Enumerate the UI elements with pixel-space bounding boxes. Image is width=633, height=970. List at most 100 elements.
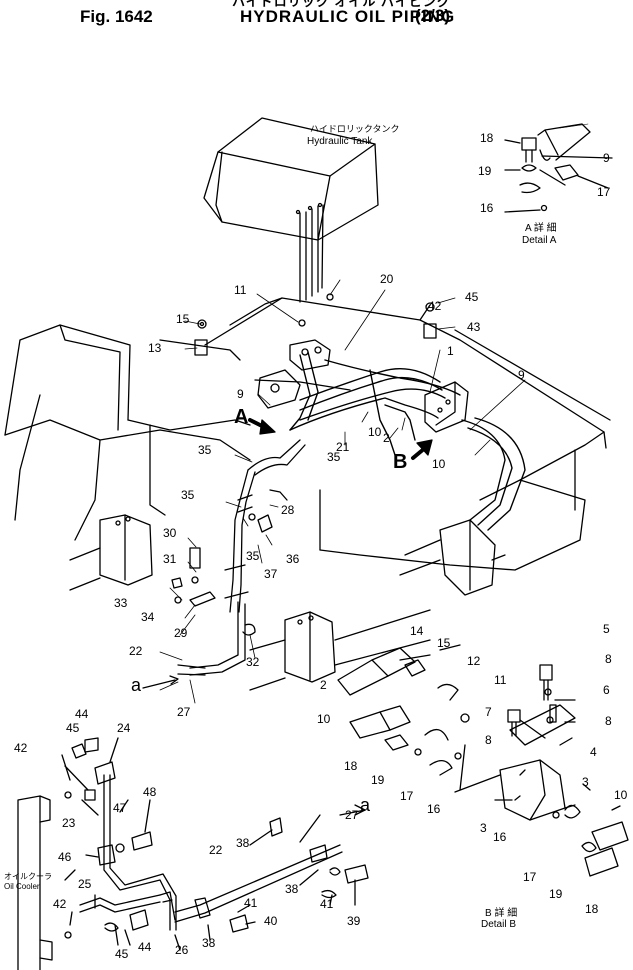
leader-lines (159, 279, 526, 704)
tank-label-en: Hydraulic Tank (307, 136, 373, 147)
part-number-callout: 12 (467, 654, 481, 668)
part-number-callout: 16 (427, 802, 441, 816)
part-number-callout: 21 (336, 440, 350, 454)
figure-number: Fig. 1642 (80, 7, 153, 26)
part-number-callout: 42 (53, 897, 67, 911)
part-number-callout: 25 (78, 877, 92, 891)
part-number-callout: 2 (383, 431, 390, 445)
part-number-callout: 9 (237, 387, 244, 401)
part-number-callout: 29 (174, 626, 188, 640)
part-number-callout: 26 (175, 943, 189, 957)
part-number-callout: 23 (62, 816, 76, 830)
figure-title: HYDRAULIC OIL PIPING (240, 7, 456, 26)
oil-cooler-assembly (17, 737, 369, 970)
part-number-callout: 43 (467, 320, 481, 334)
part-number-callout: 20 (380, 272, 394, 286)
part-number-callout: 38 (202, 936, 216, 950)
part-number-callout: 19 (549, 887, 563, 901)
part-number-callout: 16 (480, 201, 494, 215)
part-number-callout: 35 (246, 549, 260, 563)
detail-a (504, 123, 613, 213)
tank-label-jp: ハイドロリックタンク (310, 124, 400, 134)
view-b-arrowhead (416, 439, 433, 456)
part-number-callout: 10 (432, 457, 446, 471)
part-number-callout: 35 (181, 488, 195, 502)
oil-cooler-label-jp: オイルクーラ (4, 872, 52, 881)
part-number-callout: 18 (585, 902, 599, 916)
ref-a-right: a (360, 795, 371, 815)
ref-a-arrow-left (142, 679, 176, 689)
part-number-callout: 15 (176, 312, 190, 326)
part-number-callout: 35 (198, 443, 212, 457)
part-number-callout: 16 (493, 830, 507, 844)
part-number-callout: 10 (614, 788, 628, 802)
view-b-marker: B (393, 451, 408, 473)
part-number-callout: 27 (345, 808, 359, 822)
part-number-callout: 48 (143, 785, 157, 799)
part-number-callout: 38 (285, 882, 299, 896)
part-number-callout: 10 (368, 425, 382, 439)
part-number-callout: 18 (344, 759, 358, 773)
part-number-callout: 35 (327, 450, 341, 464)
part-number-callout: 34 (141, 610, 155, 624)
figure-page: (2/3) (415, 6, 450, 25)
part-number-callout: 1 (447, 344, 454, 358)
part-number-callout: 3 (582, 775, 589, 789)
part-number-callout: 9 (518, 368, 525, 382)
main-hoses (289, 351, 526, 531)
part-number-callout: 30 (163, 526, 177, 540)
part-number-callout: 28 (281, 503, 295, 517)
part-number-callout: 37 (264, 567, 278, 581)
frame-plate (204, 297, 611, 571)
part-number-callout: 17 (400, 789, 414, 803)
part-number-callout: 19 (371, 773, 385, 787)
cylinder-lower (249, 609, 431, 691)
oil-cooler-label-en: Oil Cooler (4, 882, 40, 891)
vertical-pipes (189, 439, 306, 676)
part-number-callout: 47 (113, 801, 127, 815)
part-number-callout: 18 (480, 131, 494, 145)
part-number-callout: 44 (75, 707, 89, 721)
part-number-callout: 7 (485, 705, 492, 719)
part-number-callout: 15 (437, 636, 451, 650)
part-number-callout: 5 (603, 622, 610, 636)
part-number-callout: 19 (478, 164, 492, 178)
part-number-callout: 10 (317, 712, 331, 726)
small-parts-main (171, 293, 437, 636)
cylinder-right (399, 519, 506, 596)
part-number-callout: 6 (603, 683, 610, 697)
detail-a-label-jp: A 詳 細 (525, 223, 557, 234)
japanese-title: ハイドロリック オイル パイピング (232, 0, 451, 9)
detail-b-label-en: Detail B (481, 919, 517, 930)
part-number-callout: 2 (320, 678, 327, 692)
part-number-callout: 14 (410, 624, 424, 638)
part-number-callout: 45 (66, 721, 80, 735)
part-number-callout: 41 (320, 897, 334, 911)
part-number-callout: 8 (605, 652, 612, 666)
part-number-callout: 11 (494, 673, 507, 687)
detail-a-label-en: Detail A (522, 235, 557, 246)
part-number-callout: 17 (597, 185, 611, 199)
part-number-callout: 3 (480, 821, 487, 835)
part-number-callout: 4 (590, 745, 597, 759)
part-number-callout: 27 (177, 705, 191, 719)
part-number-callout: 8 (485, 733, 492, 747)
view-a-marker: A (234, 406, 249, 428)
part-number-callout: 22 (209, 843, 223, 857)
pipe-22-main (177, 664, 206, 676)
part-number-callout: 9 (603, 151, 610, 165)
part-number-callout: 33 (114, 596, 128, 610)
part-number-callout: 31 (163, 552, 177, 566)
part-number-callout: 44 (138, 940, 152, 954)
machine-body (4, 324, 251, 541)
part-number-callout: 32 (246, 655, 260, 669)
hydraulic-tank (203, 117, 379, 303)
part-number-callout: 38 (236, 836, 250, 850)
part-number-callout: 45 (115, 947, 129, 961)
view-a-arrowhead (259, 419, 276, 435)
ref-a-arrowhead-left (169, 675, 179, 685)
part-number-callout: 13 (148, 341, 162, 355)
part-number-callout: 42 (14, 741, 28, 755)
part-number-callout: 8 (605, 714, 612, 728)
